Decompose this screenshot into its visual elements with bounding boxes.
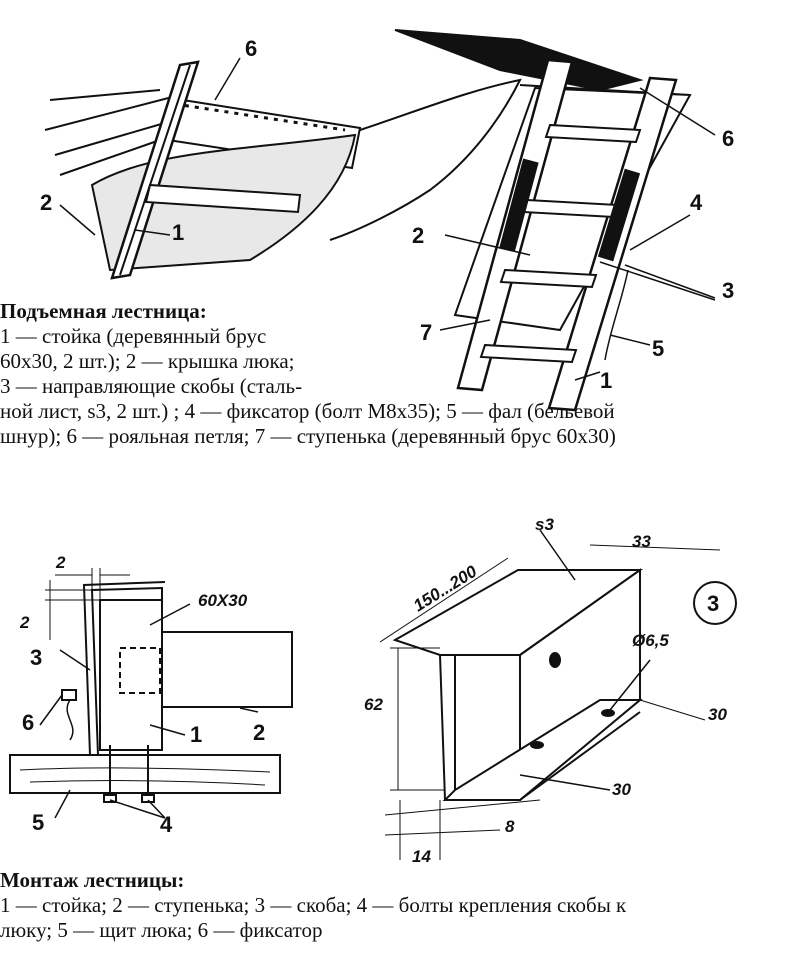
caption-mounting-title: Монтаж лестницы: <box>0 868 185 892</box>
label-3-right: 3 <box>722 278 734 303</box>
label-6-right: 6 <box>722 126 734 151</box>
label-1-left: 1 <box>172 220 184 245</box>
label-6-bottom: 6 <box>22 710 34 735</box>
label-1-bottom: 1 <box>190 722 202 747</box>
dim-height: 62 <box>364 695 383 714</box>
dim-flange: 33 <box>632 532 651 551</box>
caption-ladder-line: 3 — направляющие скобы (сталь- <box>0 374 303 398</box>
caption-mounting-line: 1 — стойка; 2 — ступенька; 3 — скоба; 4 … <box>0 893 627 917</box>
caption-ladder-line: шнур); 6 — рояльная петля; 7 — ступенька… <box>0 424 616 448</box>
label-5-bottom: 5 <box>32 810 44 835</box>
caption-mounting: Монтаж лестницы: 1 — стойка; 2 — ступень… <box>0 868 800 943</box>
label-1-right: 1 <box>600 368 612 393</box>
dim-bottom-offset: 30 <box>612 780 631 799</box>
dim-thickness: s3 <box>535 515 554 534</box>
label-4-bottom: 4 <box>160 812 173 837</box>
ladder-full-view <box>395 30 715 410</box>
label-7-right: 7 <box>420 320 432 345</box>
caption-ladder-line: 1 — стойка (деревянный брус <box>0 324 267 348</box>
dim-gap: 2 <box>55 553 66 572</box>
label-4-right: 4 <box>690 190 703 215</box>
mounting-section-drawing <box>10 568 292 818</box>
caption-ladder-title: Подъемная лестница: <box>0 299 207 323</box>
bracket-detail-drawing <box>380 530 736 860</box>
detail-number: 3 <box>707 591 719 616</box>
label-6-left: 6 <box>245 36 257 61</box>
dim-spacing: 8 <box>505 817 515 836</box>
dim-hole: Ø6,5 <box>632 631 669 650</box>
caption-mounting-line: люку; 5 — щит люка; 6 — фиксатор <box>0 918 323 942</box>
caption-ladder-line: 60х30, 2 шт.); 2 — крышка люка; <box>0 349 295 373</box>
label-5-right: 5 <box>652 336 664 361</box>
dim-hole-offset: 30 <box>708 705 727 724</box>
label-2-bottom: 2 <box>253 720 265 745</box>
caption-ladder-line: ной лист, s3, 2 шт.) ; 4 — фиксатор (бол… <box>0 399 615 423</box>
label-2-left: 2 <box>40 190 52 215</box>
label-2-right: 2 <box>412 223 424 248</box>
dim-edge: 14 <box>412 847 431 866</box>
dim-side: 2 <box>19 613 30 632</box>
dim-section: 60X30 <box>198 591 248 610</box>
caption-ladder: Подъемная лестница: 1 — стойка (деревянн… <box>0 299 800 449</box>
ladder-hatch-closeup <box>45 58 520 278</box>
label-3-bottom: 3 <box>30 645 42 670</box>
